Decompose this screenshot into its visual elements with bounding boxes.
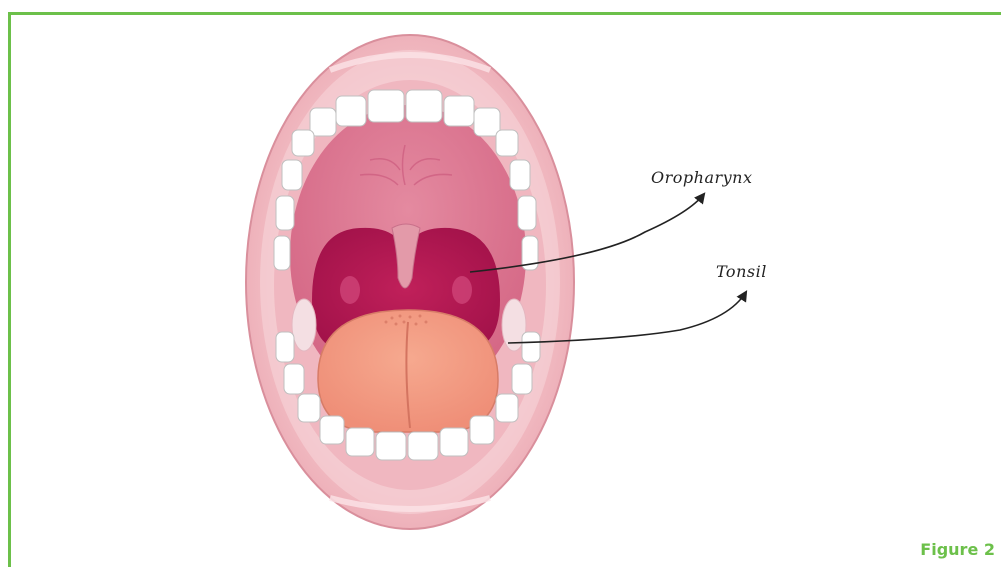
figure-caption-label: Figure 2: [920, 540, 995, 559]
tonsil-left: [292, 299, 316, 351]
tonsil-label: Tonsil: [716, 262, 767, 281]
oropharynx-label: Oropharynx: [651, 168, 753, 187]
